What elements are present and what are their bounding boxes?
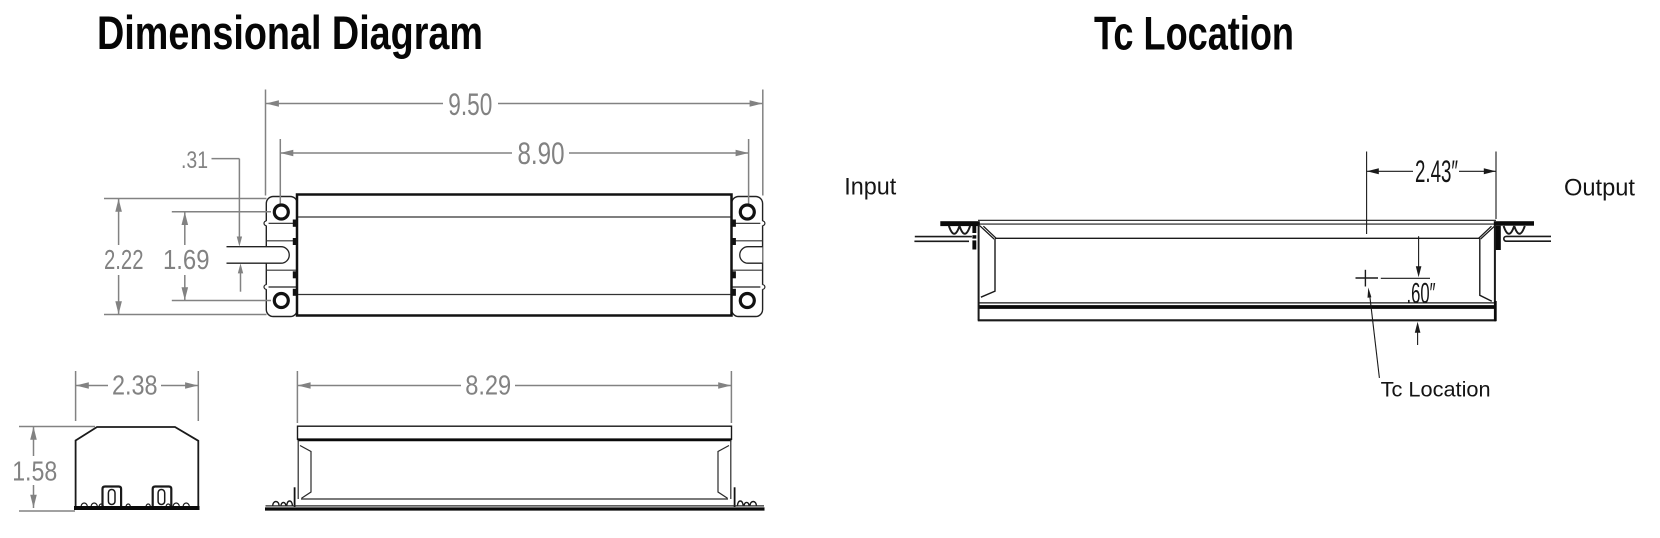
svg-text:9.50: 9.50 <box>448 86 492 122</box>
svg-text:Output: Output <box>1564 175 1635 202</box>
svg-text:1.58: 1.58 <box>12 456 57 487</box>
svg-text:1.69: 1.69 <box>163 244 210 275</box>
svg-text:Tc Location: Tc Location <box>1381 378 1491 401</box>
svg-text:8.90: 8.90 <box>518 135 565 171</box>
svg-text:Dimensional Diagram: Dimensional Diagram <box>97 6 483 59</box>
svg-text:Input: Input <box>844 174 896 201</box>
svg-text:.31: .31 <box>181 147 208 174</box>
svg-text:Tc Location: Tc Location <box>1094 7 1294 60</box>
svg-text:2.22: 2.22 <box>104 244 144 275</box>
svg-text:2.43″: 2.43″ <box>1415 153 1458 189</box>
svg-text:8.29: 8.29 <box>465 370 511 401</box>
svg-text:2.38: 2.38 <box>112 370 158 401</box>
svg-text:.60″: .60″ <box>1407 278 1436 310</box>
